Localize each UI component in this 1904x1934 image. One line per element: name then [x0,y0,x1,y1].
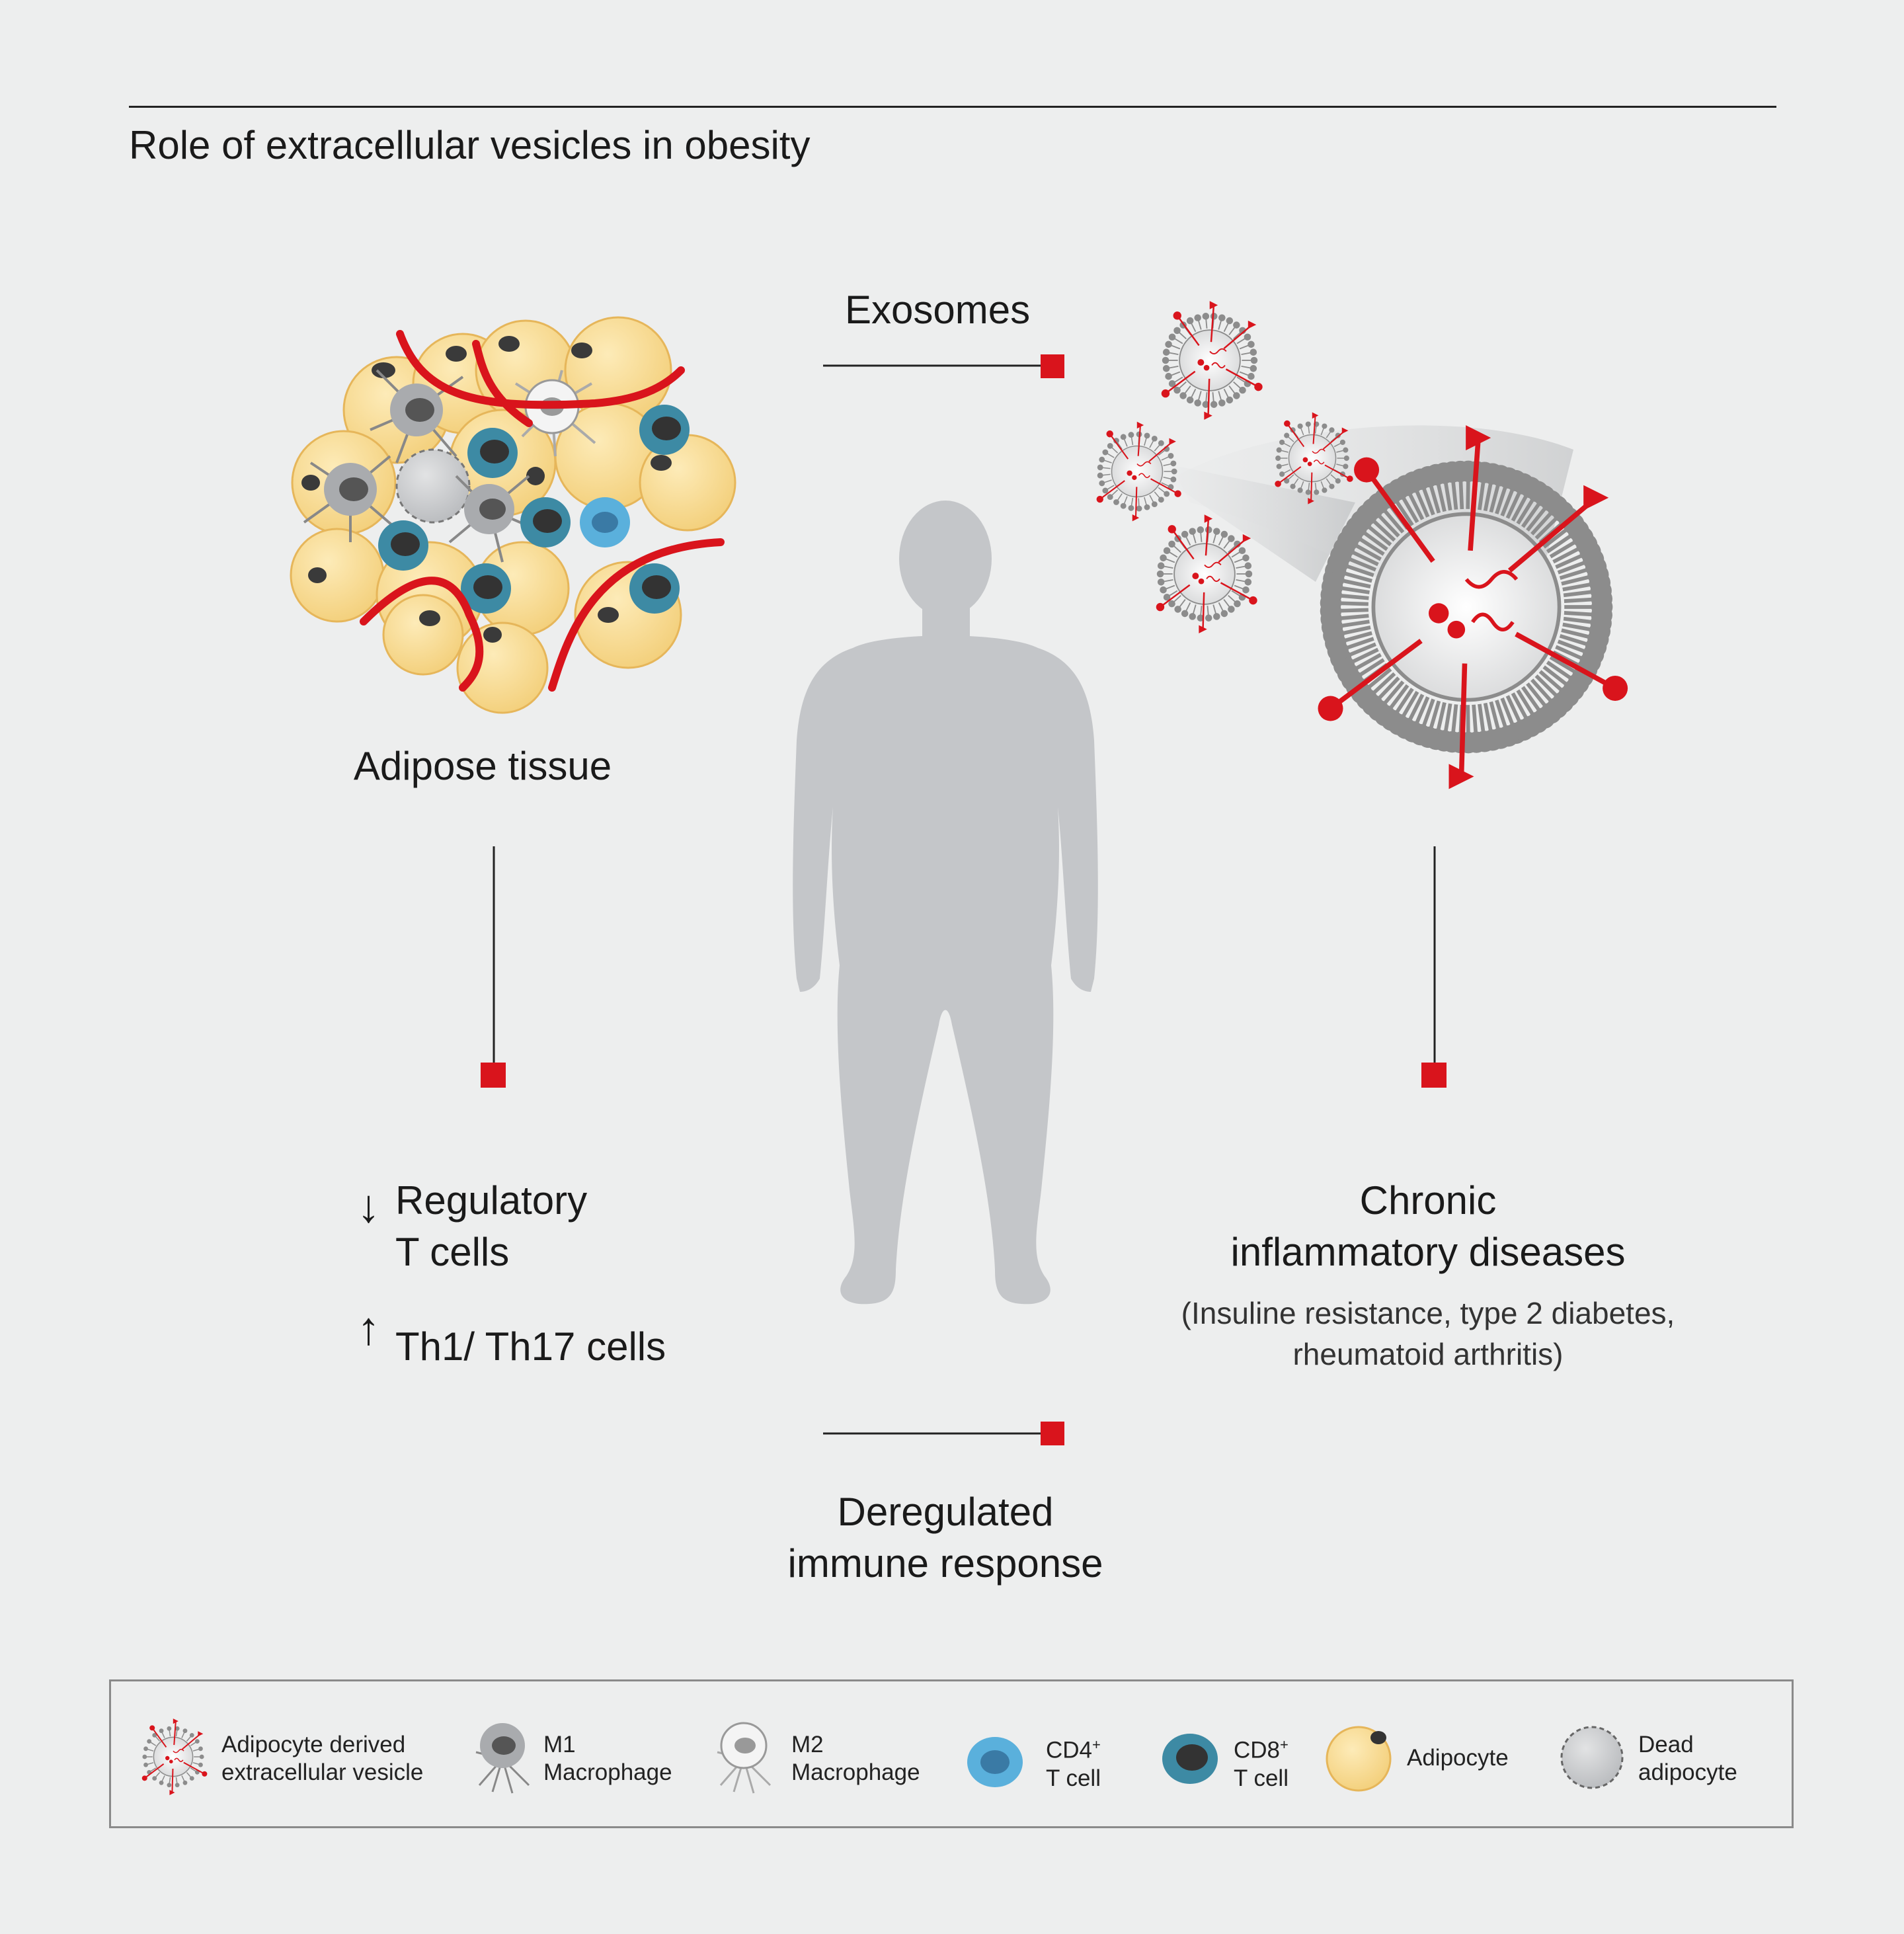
connector-chronic-down [1421,846,1447,1088]
adipocyte-nuclei [301,336,672,643]
legend-cd8-text: CD8 [1234,1737,1281,1763]
legend-cd4-sup: + [1092,1736,1101,1753]
connector-adipose-down [481,846,506,1088]
legend-m1-line1: M1 [543,1732,576,1757]
legend [109,1679,1794,1828]
legend-vesicle-label: Adipocyte derived extracellular vesicle [221,1731,423,1787]
legend-adipocyte-label: Adipocyte [1407,1745,1509,1771]
legend-m1-label: M1 Macrophage [543,1731,672,1787]
connector-deregulated [823,1422,1064,1445]
dead-adipocyte [395,448,471,524]
legend-cd8-label: CD8+ T cell [1234,1731,1289,1793]
top-rule [129,106,1776,108]
m1-macrophage-bodies [324,383,514,534]
legend-icons [141,1718,1624,1795]
adipose-tissue-illustration [290,316,736,714]
chronic-line2: inflammatory diseases [1230,1230,1626,1274]
human-silhouette [793,501,1098,1305]
legend-m2-line2: Macrophage [791,1759,920,1785]
legend-cd8-sup: + [1280,1736,1289,1753]
legend-cd8-line1: CD8+ [1234,1731,1289,1765]
legend-dead-line1: Dead [1638,1732,1694,1757]
legend-adipocyte-icon [1326,1726,1392,1792]
regulatory-line1: Regulatory [395,1178,588,1223]
legend-vesicle-line1: Adipocyte derived [221,1732,406,1757]
legend-m2-label: M2 Macrophage [791,1731,920,1787]
legend-m2-line1: M2 [791,1732,824,1757]
up-arrow: ↑ [357,1303,380,1354]
legend-cd4-text: CD4 [1046,1737,1093,1763]
chronic-sub-line2: rheumatoid arthritis) [1292,1337,1564,1371]
chronic-sub-line1: (Insuline resistance, type 2 diabetes, [1181,1296,1675,1330]
regulatory-line2: T cells [395,1230,510,1274]
legend-dead-line2: adipocyte [1638,1759,1737,1785]
legend-cd4-line2: T cell [1046,1765,1101,1791]
th-cells-label: Th1/ Th17 cells [395,1324,666,1369]
down-arrow: ↓ [357,1180,380,1232]
chronic-line1: Chronic [1359,1178,1497,1223]
cd8-t-cells [378,405,690,614]
legend-m2-icon [717,1722,772,1794]
connector-exosomes [823,354,1064,378]
chronic-inflammatory-label: Chronic inflammatory diseases [1097,1175,1759,1278]
exosomes-label: Exosomes [845,288,1031,332]
exosome-vesicle-large [1318,425,1628,789]
cd4-t-cell [580,497,630,547]
exosome-vesicle-4 [1156,514,1257,633]
legend-m1-icon [475,1723,530,1794]
blood-vessels [360,330,725,692]
legend-cd4-icon [967,1737,1023,1787]
deregulated-line2: immune response [787,1541,1103,1586]
legend-cd8-line2: T cell [1234,1765,1289,1791]
exosome-vesicle-1 [1161,301,1263,420]
legend-cd4-line1: CD4+ [1046,1731,1101,1765]
legend-vesicle-icon [141,1718,208,1795]
exosome-illustration [1096,301,1628,789]
legend-cd4-label: CD4+ T cell [1046,1731,1101,1793]
legend-vesicle-line2: extracellular vesicle [221,1759,424,1785]
regulatory-t-cells-label: Regulatory T cells [395,1175,587,1278]
legend-m1-line2: Macrophage [543,1759,672,1785]
chronic-examples-label: (Insuline resistance, type 2 diabetes, r… [1097,1293,1759,1375]
page-title: Role of extracellular vesicles in obesit… [129,123,811,167]
exosome-vesicle-3 [1275,412,1353,504]
legend-cd8-icon [1162,1734,1218,1784]
deregulated-line1: Deregulated [837,1490,1054,1534]
exosome-vesicle-2 [1096,421,1181,522]
legend-dead-adipocyte-label: Dead adipocyte [1638,1731,1737,1787]
legend-dead-adipocyte-icon [1560,1726,1624,1789]
deregulated-immune-label: Deregulated immune response [701,1486,1190,1590]
adipose-tissue-label: Adipose tissue [353,744,612,788]
